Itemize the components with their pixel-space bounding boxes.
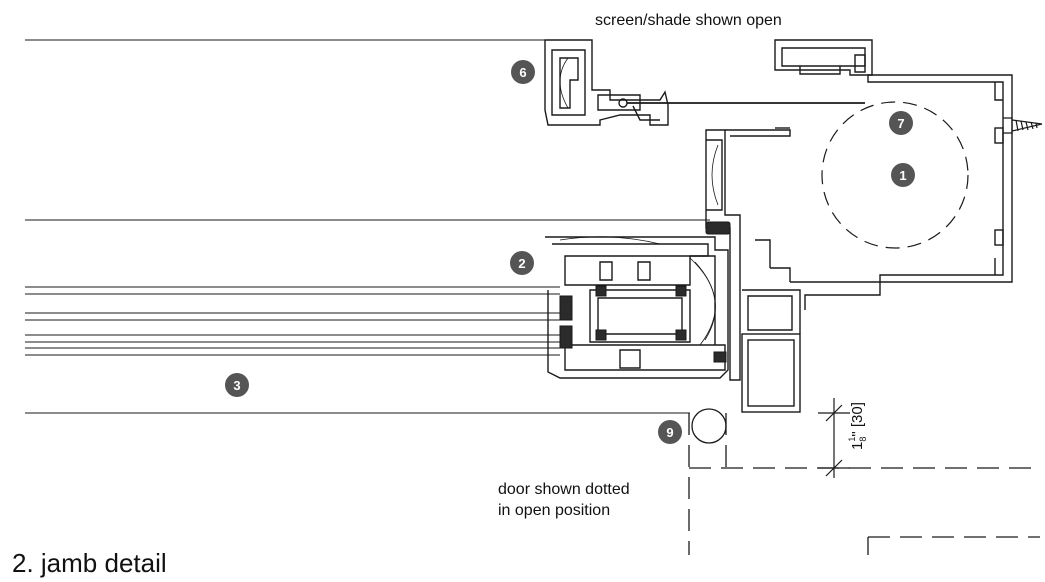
callout-9: 9 [658,420,682,444]
svg-text:9: 9 [666,425,673,440]
screw-icon [1003,117,1043,134]
svg-text:118" [30]: 118" [30] [847,402,868,450]
gaskets [559,221,731,363]
screen-shade-housing [544,39,873,126]
callout-7: 7 [889,111,913,135]
svg-text:7: 7 [897,116,904,131]
svg-text:6: 6 [519,65,526,80]
jamb-frame [705,74,1013,413]
svg-text:1: 1 [899,168,906,183]
screen-note: screen/shade shown open [595,12,782,29]
seal-circle [691,408,727,444]
rolled-screen-outline [821,101,969,249]
wall-lines [25,39,710,414]
door-note-line2: in open position [498,502,610,519]
hatch-arcs [559,57,719,346]
glass-unit [25,286,560,356]
door-open-outline [688,413,1040,555]
door-note-line1: door shown dotted [498,481,630,498]
svg-text:2: 2 [518,256,525,271]
callout-2: 2 [510,251,534,275]
dimension-label: 118" [30] [847,402,868,450]
callout-6: 6 [511,60,535,84]
callout-3: 3 [225,373,249,397]
drawing-title: 2. jamb detail [12,548,167,578]
callout-1: 1 [891,163,915,187]
dimension-line [818,398,850,478]
svg-text:3: 3 [233,378,240,393]
